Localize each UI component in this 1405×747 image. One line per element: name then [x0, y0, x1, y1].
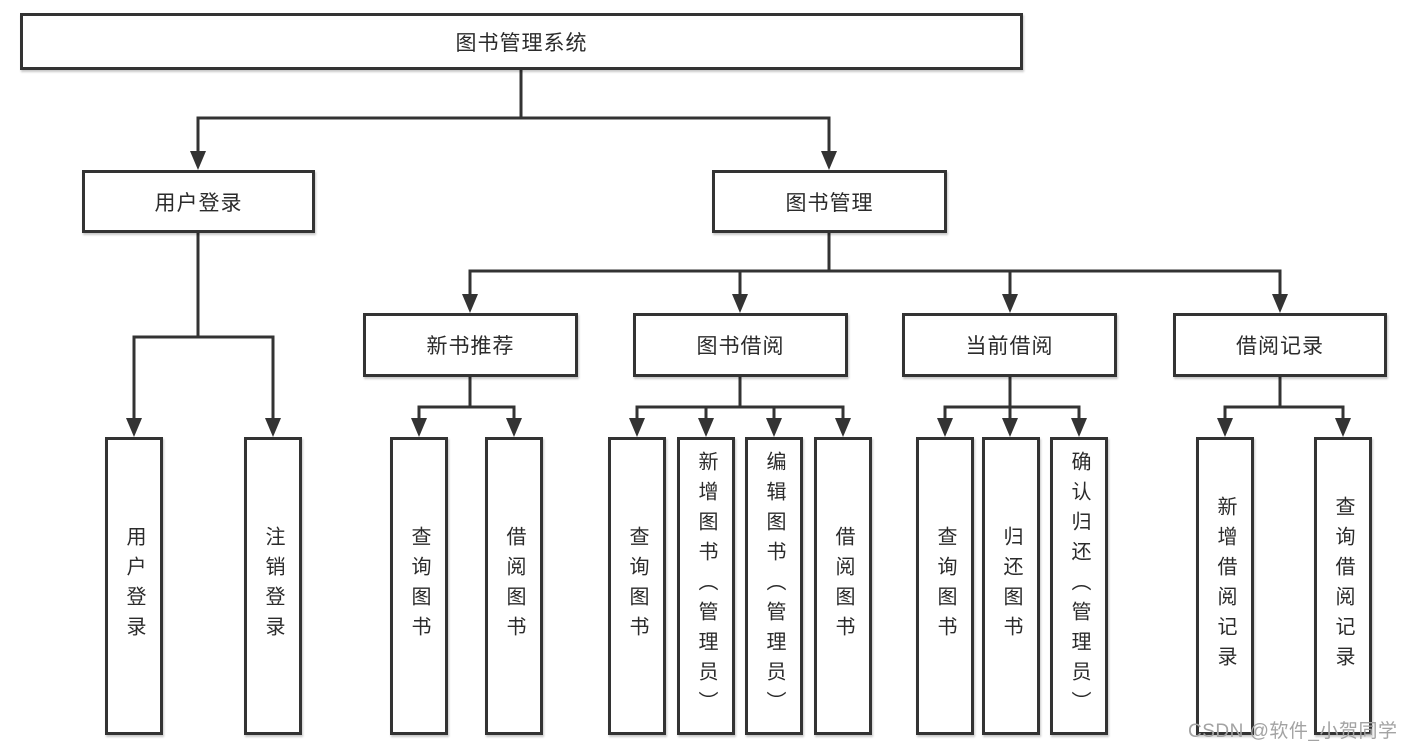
- node-leaf-query-books-rec: 查询图书: [390, 437, 448, 735]
- node-leaf-borrow-books-label: 借阅图书: [832, 526, 854, 646]
- node-book-borrow: 图书借阅: [633, 313, 848, 377]
- connector-current-borrow: [943, 377, 1081, 420]
- connector-new-book-rec: [417, 377, 516, 420]
- node-user-login: 用户登录: [82, 170, 315, 233]
- node-leaf-query-books-current-label: 查询图书: [934, 526, 956, 646]
- node-current-borrow-label: 当前借阅: [965, 335, 1054, 358]
- node-leaf-add-borrow-record: 新增借阅记录: [1196, 437, 1254, 735]
- node-leaf-return-books: 归还图书: [982, 437, 1040, 735]
- connector-borrow-record: [1223, 377, 1345, 420]
- node-root: 图书管理系统: [20, 13, 1023, 70]
- node-root-label: 图书管理系统: [455, 31, 588, 55]
- node-leaf-confirm-return-admin-label: 确认归还（管理员）: [1068, 451, 1090, 721]
- node-borrow-record: 借阅记录: [1173, 313, 1387, 377]
- node-leaf-user-login-label: 用户登录: [123, 526, 145, 646]
- node-leaf-return-books-label: 归还图书: [1000, 526, 1022, 646]
- node-leaf-edit-books-admin: 编辑图书（管理员）: [745, 437, 803, 735]
- node-leaf-add-books-admin: 新增图书（管理员）: [677, 437, 735, 735]
- node-leaf-logout-label: 注销登录: [262, 526, 284, 646]
- node-leaf-borrow-books-rec-label: 借阅图书: [503, 526, 525, 646]
- node-new-book-rec: 新书推荐: [363, 313, 578, 377]
- node-leaf-query-borrow-record: 查询借阅记录: [1314, 437, 1372, 735]
- node-leaf-user-login: 用户登录: [105, 437, 163, 735]
- connector-root: [196, 70, 831, 153]
- node-leaf-borrow-books-rec: 借阅图书: [485, 437, 543, 735]
- node-leaf-query-books-rec-label: 查询图书: [408, 526, 430, 646]
- node-leaf-edit-books-admin-label: 编辑图书（管理员）: [763, 451, 785, 721]
- node-leaf-add-books-admin-label: 新增图书（管理员）: [695, 451, 717, 721]
- node-leaf-query-books-current: 查询图书: [916, 437, 974, 735]
- node-book-mgmt-label: 图书管理: [785, 191, 874, 215]
- node-leaf-logout: 注销登录: [244, 437, 302, 735]
- arrowheads: [126, 151, 1351, 437]
- node-new-book-rec-label: 新书推荐: [426, 335, 515, 358]
- node-leaf-query-books-borrow: 查询图书: [608, 437, 666, 735]
- connector-book-borrow: [635, 377, 845, 420]
- node-leaf-confirm-return-admin: 确认归还（管理员）: [1050, 437, 1108, 735]
- node-current-borrow: 当前借阅: [902, 313, 1117, 377]
- node-borrow-record-label: 借阅记录: [1236, 335, 1324, 358]
- node-leaf-query-books-borrow-label: 查询图书: [626, 526, 648, 646]
- csdn-watermark: CSDN @软件_小贺同学: [1188, 721, 1398, 742]
- connector-book-mgmt: [468, 233, 1282, 296]
- connector-user-login: [132, 233, 275, 420]
- node-leaf-add-borrow-record-label: 新增借阅记录: [1214, 496, 1236, 676]
- node-user-login-label: 用户登录: [154, 191, 243, 215]
- node-book-borrow-label: 图书借阅: [696, 335, 785, 358]
- node-leaf-borrow-books: 借阅图书: [814, 437, 872, 735]
- node-leaf-query-borrow-record-label: 查询借阅记录: [1332, 496, 1354, 676]
- node-book-mgmt: 图书管理: [712, 170, 947, 233]
